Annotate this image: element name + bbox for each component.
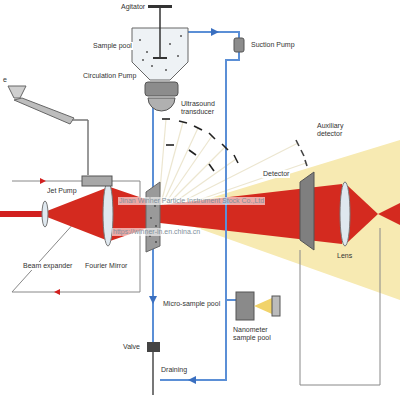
beam-expander-lens [42, 201, 48, 227]
part-label: e [2, 76, 8, 84]
part-label: Nanometer sample pool [232, 326, 276, 341]
watermark: Jinan Winner Particle Instrument Stock C… [118, 197, 265, 205]
circulation-pump [145, 82, 178, 96]
part-label: Lens [336, 252, 353, 260]
flow-arrow [188, 376, 196, 384]
suction-pump [234, 38, 244, 52]
scatter-light [158, 140, 400, 300]
detector-plate [300, 172, 314, 250]
nanometer-detector [272, 296, 280, 316]
drain-pipe [152, 352, 154, 395]
laser-beam [378, 203, 400, 225]
part-label: Micro-sample pool [162, 300, 221, 308]
nanometer-cell [236, 292, 254, 320]
part-label: Detector [262, 170, 290, 178]
part-label: Ultrasound transducer [180, 100, 224, 115]
micro-cell [146, 182, 160, 252]
scatter-detectors [162, 119, 238, 171]
part-label: Jet Pump [46, 187, 78, 195]
part-label: Circulation Pump [82, 72, 137, 80]
part-label: Agitator [120, 3, 146, 11]
laser-beam [348, 186, 378, 242]
part-label: Fourier Mirror [84, 262, 128, 270]
feeder-conveyor [14, 98, 74, 124]
feed-pipe [72, 119, 88, 121]
jet-pump [82, 176, 112, 186]
frame-line [300, 228, 380, 385]
flow-arrow [211, 28, 219, 36]
watermark: https://winner-in.en.china.cn [112, 228, 201, 236]
fourier-lens [103, 182, 113, 246]
agitator-shaft [159, 8, 161, 58]
detector-lens [340, 182, 350, 246]
laser-beam [0, 211, 45, 217]
laser-beam [47, 188, 106, 240]
flow-arrow [149, 296, 157, 304]
part-label: Sample pool [92, 42, 133, 50]
pipe [226, 299, 236, 301]
valve [147, 342, 160, 352]
part-label: Suction Pump [250, 41, 296, 49]
agitator-motor [148, 5, 172, 8]
feed-pipe [87, 120, 89, 175]
feeder-hopper [8, 86, 26, 98]
auxiliary-detector [296, 140, 307, 166]
part-label: Valve [122, 343, 141, 351]
part-label: Beam expander [22, 262, 73, 270]
part-label: Draining [160, 366, 188, 374]
part-label: Auxiliary detector [316, 122, 354, 137]
flow-arrow [40, 178, 46, 184]
flow-arrow [54, 289, 60, 295]
nanometer-beam [254, 298, 272, 314]
ultrasound-transducer [148, 98, 175, 111]
agitator-blade [153, 57, 167, 59]
